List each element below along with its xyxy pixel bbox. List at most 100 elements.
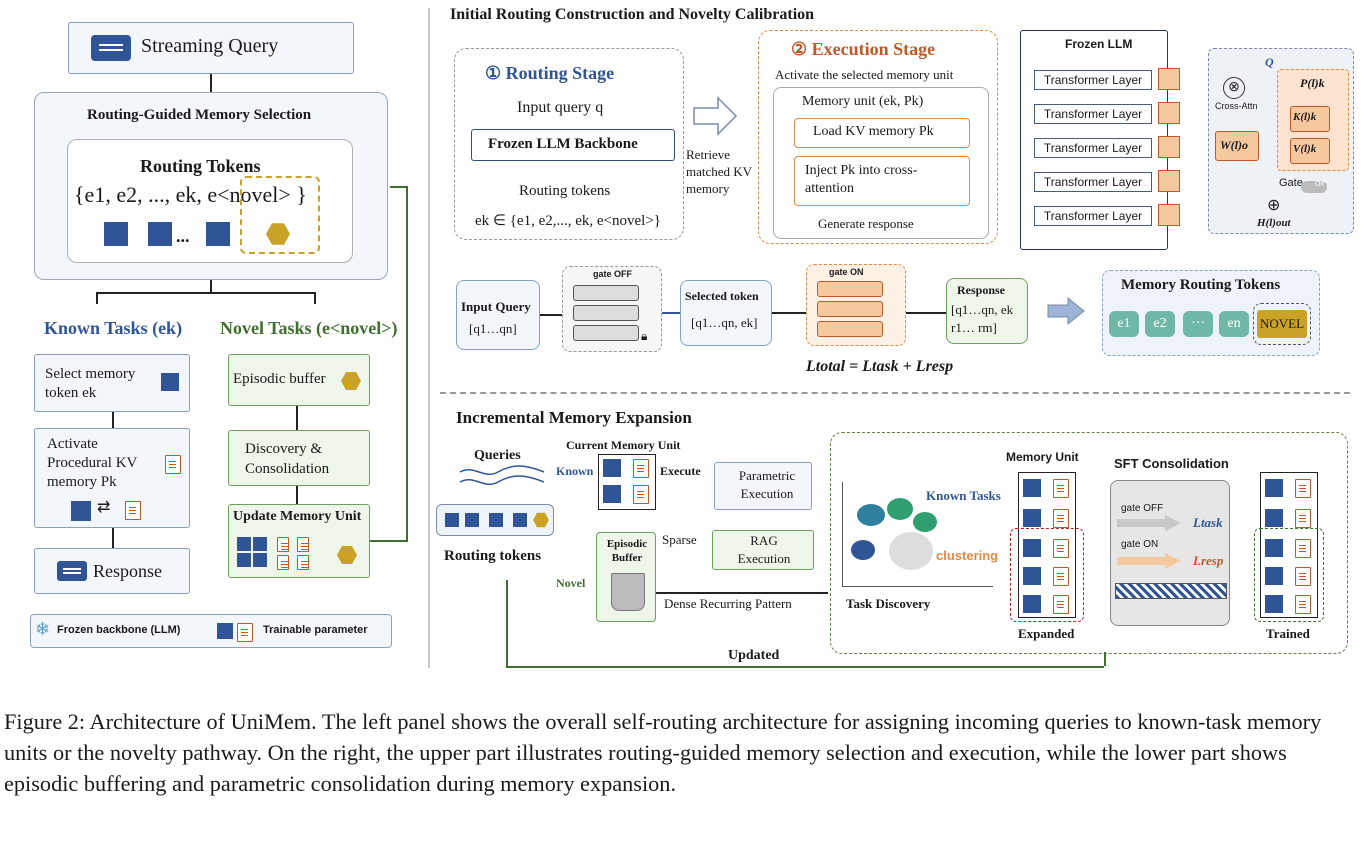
routing-token: ··· <box>1183 311 1213 337</box>
token-square <box>465 513 479 527</box>
document-icon <box>1295 595 1311 614</box>
token-square <box>206 222 230 246</box>
arrow <box>112 412 114 428</box>
memory-unit-label: Memory Unit <box>1006 450 1079 464</box>
streaming-query-label: Streaming Query <box>141 35 279 57</box>
branch-line <box>96 292 316 294</box>
input-query-q: Input query q <box>517 99 604 116</box>
document-icon <box>237 623 253 642</box>
document-icon <box>1295 509 1311 528</box>
q-label: Q <box>1265 55 1274 69</box>
routing-guided-title: Routing-Guided Memory Selection <box>87 107 312 123</box>
memory-unit-grid <box>1018 472 1076 618</box>
known-tasks-label: Known Tasks (ek) <box>44 318 183 338</box>
novel-tasks-label: Novel Tasks (e<novel>) <box>220 318 398 338</box>
episodic-buffer-box: Episodic buffer <box>228 354 370 406</box>
parametric-execution-label: Parametric Execution <box>738 468 796 501</box>
task-discovery-label: Task Discovery <box>846 596 931 611</box>
hex-icon <box>337 546 357 564</box>
memory-unit-box: Memory unit (ek, Pk) Load KV memory Pk I… <box>773 87 989 239</box>
flow-arrow <box>540 314 562 316</box>
token-square <box>253 553 267 567</box>
response-seq: [q1…qn, ek r1… rm] <box>951 302 1014 335</box>
discovery-label: Discovery & Consolidation <box>245 441 330 477</box>
routing-token: e2 <box>1145 311 1175 337</box>
kv-memory-chip <box>1158 102 1180 124</box>
token-square <box>1023 595 1041 613</box>
sft-box: gate OFF Ltask gate ON Lresp <box>1110 480 1230 626</box>
l-task-label: Ltask <box>1193 515 1223 530</box>
novel-token-label: NOVEL <box>1257 310 1307 338</box>
pk-label: P(l)k <box>1300 76 1325 90</box>
token-square <box>1023 539 1041 557</box>
novel-token: NOVEL <box>1253 303 1311 345</box>
known-tasks-label: Known Tasks <box>926 488 1001 503</box>
ek-in-label: ek ∈ {e1, e2,..., ek, e<novel>} <box>475 213 661 229</box>
token-square <box>161 373 179 391</box>
cluster-blob <box>913 512 937 532</box>
task-discovery-region <box>830 432 1348 654</box>
current-memory-unit-label: Current Memory Unit <box>566 438 681 452</box>
routing-tokens-box: Routing Tokens {e1, e2, ..., ek, e<novel… <box>67 139 353 263</box>
flow-arrow <box>772 312 806 314</box>
selected-token-box: Selected token [q1…qn, ek] <box>680 280 772 346</box>
kv-memory-chip <box>1158 204 1180 226</box>
token-square <box>253 537 267 551</box>
swap-arrows-icon: ⇄ <box>97 499 111 516</box>
document-icon <box>1053 509 1069 528</box>
kv-memory-chip <box>1158 170 1180 192</box>
updated-line <box>506 666 1104 668</box>
hex-icon <box>533 512 549 528</box>
transformer-layer: Transformer Layer <box>1034 70 1152 90</box>
routing-tokens-strip <box>436 504 554 536</box>
document-icon <box>1053 539 1069 558</box>
memory-routing-tokens-title: Memory Routing Tokens <box>1121 277 1281 293</box>
top-section-title: Initial Routing Construction and Novelty… <box>450 6 815 23</box>
token-square <box>1265 509 1283 527</box>
document-icon <box>633 485 649 504</box>
token-square <box>1265 539 1283 557</box>
routing-token: en <box>1219 311 1249 337</box>
inject-label: Inject Pk into cross-attention <box>805 163 918 196</box>
response-label: Response <box>957 283 1006 297</box>
token-square <box>237 553 251 567</box>
section-separator <box>440 392 1350 394</box>
novel-token-box <box>240 176 320 254</box>
gate-off-label: gate OFF <box>593 269 633 279</box>
trained-grid <box>1260 472 1318 618</box>
big-arrow-icon <box>1046 296 1086 326</box>
gate-on-label: gate ON <box>1121 539 1159 550</box>
token-square <box>1023 479 1041 497</box>
updated-line <box>506 580 508 666</box>
select-memory-token-label: Select memory token ek <box>45 366 136 401</box>
inject-box: Inject Pk into cross-attention <box>794 156 970 206</box>
selected-token-label: Selected token <box>685 289 759 303</box>
loss-label: Ltotal = Ltask + Lresp <box>806 358 954 375</box>
token-square <box>148 222 172 246</box>
panel-separator <box>428 8 430 668</box>
legend-box: ❄ Frozen backbone (LLM) Trainable parame… <box>30 614 392 648</box>
trained-label: Trained <box>1266 626 1310 641</box>
memory-routing-tokens-box: Memory Routing Tokens e1 e2 ··· en NOVEL <box>1102 270 1320 356</box>
hex-icon <box>341 372 361 390</box>
known-label: Known <box>556 464 594 478</box>
episodic-buffer-box: Episodic Buffer <box>596 532 656 622</box>
update-memory-unit-box: Update Memory Unit <box>228 504 370 578</box>
routing-stage-title: ① Routing Stage <box>485 63 615 83</box>
document-icon <box>1295 479 1311 498</box>
lock-icon: 🔒︎ <box>641 329 648 343</box>
frozen-layer-bar <box>573 325 639 341</box>
gate-off-label: gate OFF <box>1121 503 1164 514</box>
transformer-layer: Transformer Layer <box>1034 206 1152 226</box>
gate-toggle[interactable]: Off <box>1301 181 1327 193</box>
response-box: Response <box>34 548 190 594</box>
select-memory-token-box: Select memory token ek <box>34 354 190 412</box>
document-icon <box>165 455 181 474</box>
trainable-square <box>217 623 233 639</box>
feedback-line <box>406 186 408 542</box>
kv-memory-chip <box>1158 136 1180 158</box>
kk-box: K(l)k <box>1290 106 1330 132</box>
rag-execution-label: RAG Execution <box>737 533 791 566</box>
transformer-layer: Transformer Layer <box>1034 172 1152 192</box>
transformer-layer: Transformer Layer <box>1034 138 1152 158</box>
